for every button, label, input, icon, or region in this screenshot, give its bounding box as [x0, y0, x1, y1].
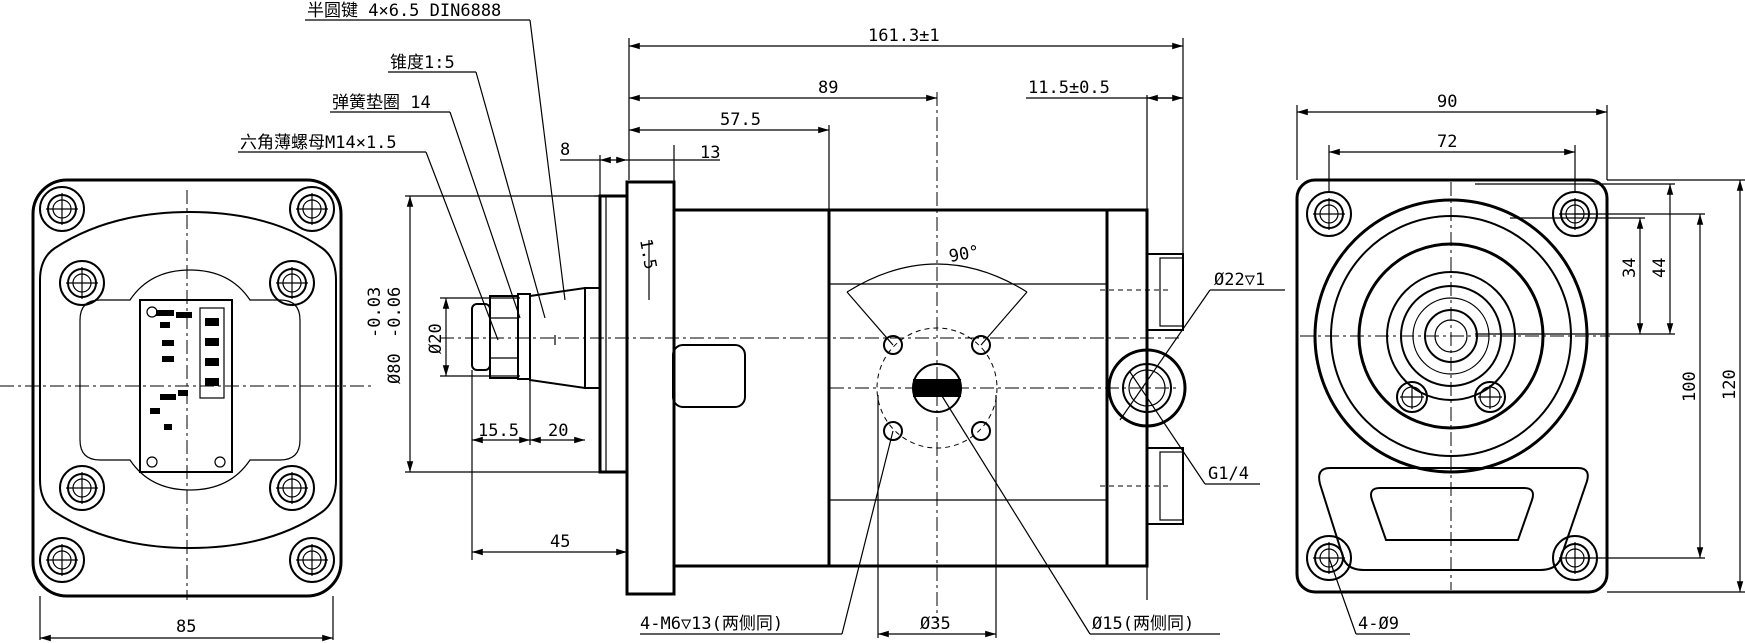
mount-holes-callout: 4-Ø9: [1358, 614, 1399, 634]
chamfer-dim: 1.5: [635, 237, 660, 271]
len-20-dim: 20: [548, 421, 568, 441]
washer-callout: 弹簧垫圈 14: [332, 93, 431, 113]
tapped-holes-callout: 4-M6▽13(两侧同): [640, 614, 783, 634]
end-port-bolt-icon: [1396, 381, 1428, 413]
angle-90-dim: 90°: [947, 242, 981, 267]
part-callouts: 半圆键 4×6.5 DIN6888 锥度1:5 弹簧垫圈 14 六角薄螺母M14…: [238, 1, 566, 341]
len-45-dim: 45: [550, 532, 570, 552]
left-corner-bolt-icon: [289, 537, 335, 583]
overall-length-dim: 161.3±1: [868, 26, 940, 46]
nameplate-icon: [139, 299, 233, 473]
left-inner-bolt-icon: [269, 260, 315, 306]
left-inner-bolt-icon: [59, 465, 105, 511]
end-height-34-dim: 34: [1620, 258, 1640, 278]
port-offset-dim: 11.5±0.5: [1028, 78, 1110, 98]
tolerance-upper-dim: -0.03: [365, 287, 385, 338]
end-height-120-dim: 120: [1720, 369, 1740, 400]
len-13-dim: 13: [700, 143, 720, 163]
len-8-dim: 8: [560, 140, 570, 160]
tolerance-lower-dim: -0.06: [385, 287, 405, 338]
left-inner-bolt-icon: [59, 260, 105, 306]
pilot-dia-dim: Ø80: [385, 353, 405, 384]
left-width-dim: 85: [176, 617, 196, 637]
counterbore-callout: Ø22▽1: [1214, 270, 1265, 290]
end-height-44-dim: 44: [1650, 258, 1670, 278]
shaft-dia-dim: Ø20: [426, 323, 446, 354]
port-dia-35-dim: Ø35: [920, 614, 951, 634]
left-corner-bolt-icon: [289, 186, 335, 232]
gauge-port-callout: G1/4: [1208, 464, 1249, 484]
end-height-100-dim: 100: [1680, 371, 1700, 402]
end-width-90-dim: 90: [1437, 92, 1457, 112]
left-front-view: 85: [0, 178, 375, 642]
bolt-spacing-72-dim: 72: [1437, 132, 1457, 152]
len-15-5-dim: 15.5: [478, 421, 519, 441]
left-corner-bolt-icon: [39, 186, 85, 232]
key-callout: 半圆键 4×6.5 DIN6888: [307, 1, 501, 21]
len-89-dim: 89: [818, 78, 838, 98]
end-mount-hole-icon: [1306, 191, 1352, 237]
left-corner-bolt-icon: [39, 537, 85, 583]
end-view: 90 72 120 100 44 34 4-Ø9: [1295, 92, 1745, 635]
taper-callout: 锥度1:5: [390, 53, 455, 73]
nut-callout: 六角薄螺母M14×1.5: [240, 133, 397, 153]
left-inner-bolt-icon: [269, 465, 315, 511]
len-57-5-dim: 57.5: [720, 110, 761, 130]
port-dia-15-callout: Ø15(两侧同): [1092, 614, 1194, 634]
end-port-bolt-icon: [1474, 381, 1506, 413]
side-dimensions: 161.3±1 89 57.5 11.5±0.5 8 13 1.5 90° Ø8…: [365, 26, 1285, 638]
